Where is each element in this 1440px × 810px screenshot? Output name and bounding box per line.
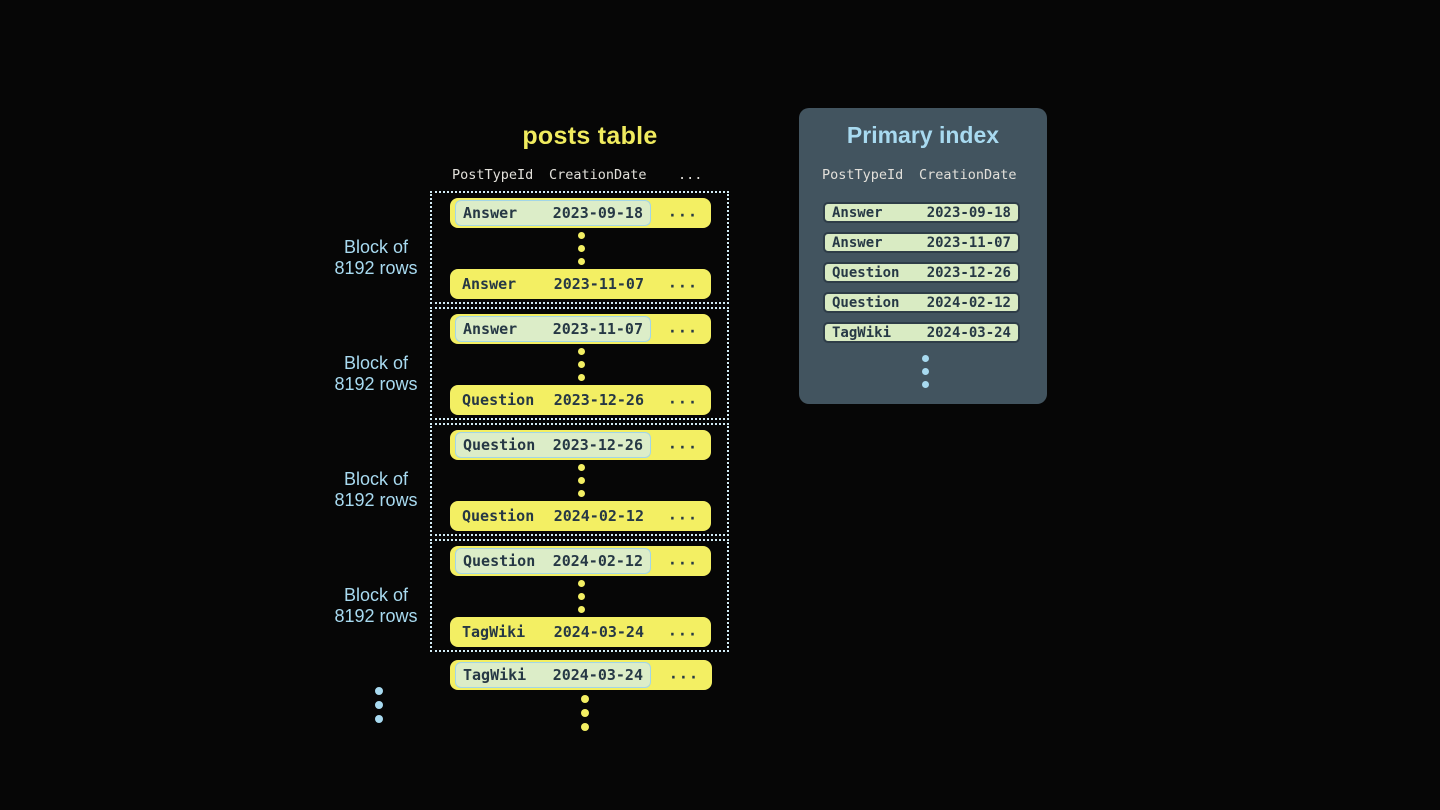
ellipsis-dots <box>578 580 585 613</box>
post-type-value: Question <box>463 552 536 570</box>
more-columns-ellipsis: ... <box>668 664 699 683</box>
primary-index-title: Primary index <box>846 122 1000 148</box>
post-type-value: Answer <box>832 234 883 251</box>
post-type-value: Question <box>462 391 535 409</box>
index-entries: Answer 2023-09-18 Answer 2023-11-07 Ques… <box>823 202 1020 343</box>
post-type-value: Question <box>463 436 536 454</box>
primary-index-panel: Primary index PostTypeId CreationDate An… <box>799 108 1047 404</box>
table-row: Answer 2023-11-07 ... <box>450 269 711 299</box>
creation-date-value: 2024-02-12 <box>926 294 1011 311</box>
row-block-2: Answer 2023-11-07 ... Question 2023-12-2… <box>430 307 729 420</box>
table-row: Question 2023-12-26 ... <box>450 430 711 460</box>
index-entry: Answer 2023-09-18 <box>823 202 1020 223</box>
row-values: Question 2023-12-26 <box>455 387 651 413</box>
table-row: Answer 2023-09-18 ... <box>450 198 711 228</box>
column-header-creationdate: CreationDate <box>549 167 647 183</box>
index-entry: TagWiki 2024-03-24 <box>823 322 1020 343</box>
block-label-3: Block of 8192 rows <box>334 469 418 510</box>
index-entry: Question 2023-12-26 <box>823 262 1020 283</box>
more-columns-ellipsis: ... <box>667 505 698 524</box>
creation-date-value: 2024-03-24 <box>926 324 1011 341</box>
block-label-4: Block of 8192 rows <box>334 585 418 626</box>
creation-date-value: 2023-12-26 <box>926 264 1011 281</box>
row-values: TagWiki 2024-03-24 <box>455 619 651 645</box>
row-block-3: Question 2023-12-26 ... Question 2024-02… <box>430 423 729 536</box>
indexed-row-highlight: Answer 2023-11-07 <box>455 316 651 342</box>
ellipsis-dots <box>578 232 585 265</box>
table-row: Question 2024-02-12 ... <box>450 546 711 576</box>
more-columns-ellipsis: ... <box>667 202 698 221</box>
blocks-continue-ellipsis-dots <box>375 687 383 723</box>
creation-date-value: 2023-09-18 <box>926 204 1011 221</box>
more-columns-ellipsis: ... <box>667 434 698 453</box>
more-columns-ellipsis: ... <box>667 621 698 640</box>
table-row: Answer 2023-11-07 ... <box>450 314 711 344</box>
creation-date-value: 2024-02-12 <box>552 552 643 570</box>
ellipsis-dots <box>578 464 585 497</box>
block-label-2: Block of 8192 rows <box>334 353 418 394</box>
creation-date-value: 2024-03-24 <box>552 666 643 684</box>
post-type-value: TagWiki <box>463 666 527 684</box>
more-columns-ellipsis: ... <box>667 273 698 292</box>
posts-table-title: posts table <box>522 122 658 150</box>
index-column-header-creationdate: CreationDate <box>919 167 1017 183</box>
row-block-1: Answer 2023-09-18 ... Answer 2023-11-07 … <box>430 191 729 304</box>
indexed-row-highlight: Question 2024-02-12 <box>455 548 651 574</box>
post-type-value: Answer <box>463 204 518 222</box>
creation-date-value: 2023-09-18 <box>552 204 643 222</box>
indexed-row-highlight: TagWiki 2024-03-24 <box>455 662 651 688</box>
post-type-value: Answer <box>462 275 517 293</box>
creation-date-value: 2023-12-26 <box>553 391 644 409</box>
post-type-value: Answer <box>832 204 883 221</box>
column-header-posttypeid: PostTypeId <box>452 167 534 183</box>
more-columns-ellipsis: ... <box>667 318 698 337</box>
row-values: Question 2024-02-12 <box>455 503 651 529</box>
creation-date-value: 2024-03-24 <box>553 623 644 641</box>
table-row-next-block: TagWiki 2024-03-24 ... <box>450 660 712 690</box>
more-columns-ellipsis: ... <box>667 550 698 569</box>
index-continues-ellipsis-dots <box>801 355 1049 388</box>
row-values: Answer 2023-11-07 <box>455 271 651 297</box>
row-block-4: Question 2024-02-12 ... TagWiki 2024-03-… <box>430 539 729 652</box>
indexed-row-highlight: Question 2023-12-26 <box>455 432 651 458</box>
post-type-value: TagWiki <box>832 324 892 341</box>
creation-date-value: 2024-02-12 <box>553 507 644 525</box>
creation-date-value: 2023-11-07 <box>553 275 644 293</box>
index-column-header-posttypeid: PostTypeId <box>822 167 904 183</box>
table-continues-ellipsis-dots <box>581 695 589 731</box>
table-row: Question 2023-12-26 ... <box>450 385 711 415</box>
post-type-value: Answer <box>463 320 518 338</box>
creation-date-value: 2023-11-07 <box>926 234 1011 251</box>
table-row: Question 2024-02-12 ... <box>450 501 711 531</box>
creation-date-value: 2023-12-26 <box>552 436 643 454</box>
post-type-value: Question <box>832 264 900 281</box>
block-label-1: Block of 8192 rows <box>334 237 418 278</box>
more-columns-ellipsis: ... <box>667 389 698 408</box>
index-entry: Answer 2023-11-07 <box>823 232 1020 253</box>
index-entry: Question 2024-02-12 <box>823 292 1020 313</box>
creation-date-value: 2023-11-07 <box>552 320 643 338</box>
column-header-more-ellipsis: ... <box>678 167 703 183</box>
indexed-row-highlight: Answer 2023-09-18 <box>455 200 651 226</box>
table-row: TagWiki 2024-03-24 ... <box>450 617 711 647</box>
post-type-value: Question <box>832 294 900 311</box>
ellipsis-dots <box>578 348 585 381</box>
post-type-value: Question <box>462 507 535 525</box>
post-type-value: TagWiki <box>462 623 526 641</box>
